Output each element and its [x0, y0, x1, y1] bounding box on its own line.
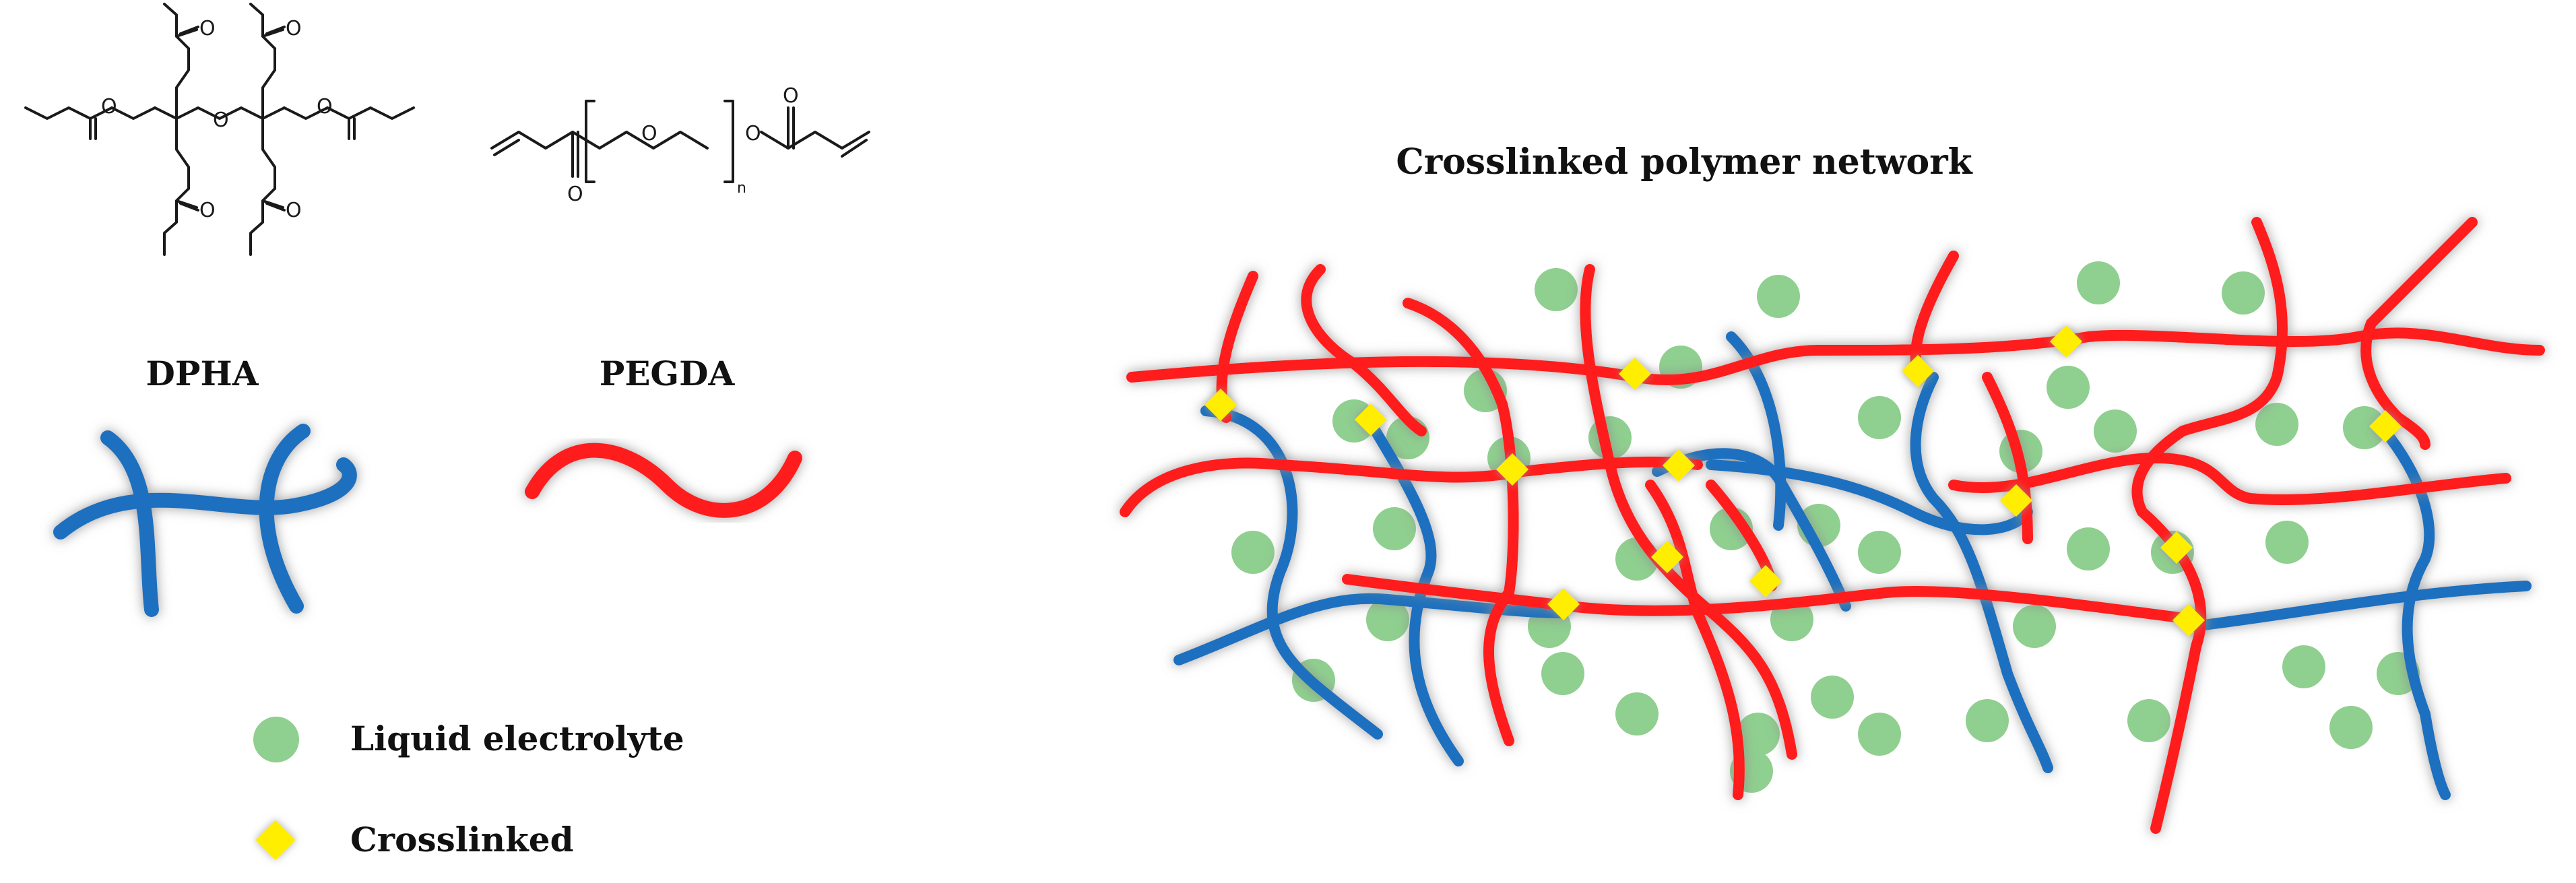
legend-electrolyte-label: Liquid electrolyte — [350, 719, 684, 758]
electrolyte-legend-marker — [253, 717, 299, 762]
oxygen-atom: O — [783, 84, 799, 108]
oxygen-atom: O — [286, 199, 302, 222]
oxygen-atom: O — [101, 95, 117, 119]
oxygen-atom: O — [213, 108, 229, 132]
dpha-chain-icon — [53, 424, 357, 617]
oxygen-atom: O — [317, 95, 333, 119]
pegda-chain-icon — [525, 443, 802, 518]
dpha-label: DPHA — [146, 354, 259, 393]
repeat-unit-n: n — [737, 180, 746, 197]
oxygen-atom: O — [745, 122, 761, 145]
legend-crosslinked-label: Crosslinked — [350, 820, 574, 859]
legend: Liquid electrolyte Crosslinked — [253, 717, 684, 860]
oxygen-atom: O — [567, 183, 583, 206]
dpha-structure: O O O O O O O — [24, 3, 415, 256]
crosslink-legend-marker — [255, 820, 296, 860]
oxygen-atom: O — [286, 17, 302, 40]
dpha-chains — [1173, 331, 2532, 800]
oxygen-atom: O — [641, 122, 657, 145]
crosslink-nodes — [1204, 325, 2402, 637]
oxygen-atom: O — [199, 199, 216, 222]
pegda-structure: O O O O n — [490, 84, 870, 206]
oxygen-atom: O — [199, 17, 216, 40]
pegda-chains — [1120, 217, 2545, 834]
pegda-label: PEGDA — [600, 354, 736, 393]
network-title: Crosslinked polymer network — [1396, 141, 1972, 183]
